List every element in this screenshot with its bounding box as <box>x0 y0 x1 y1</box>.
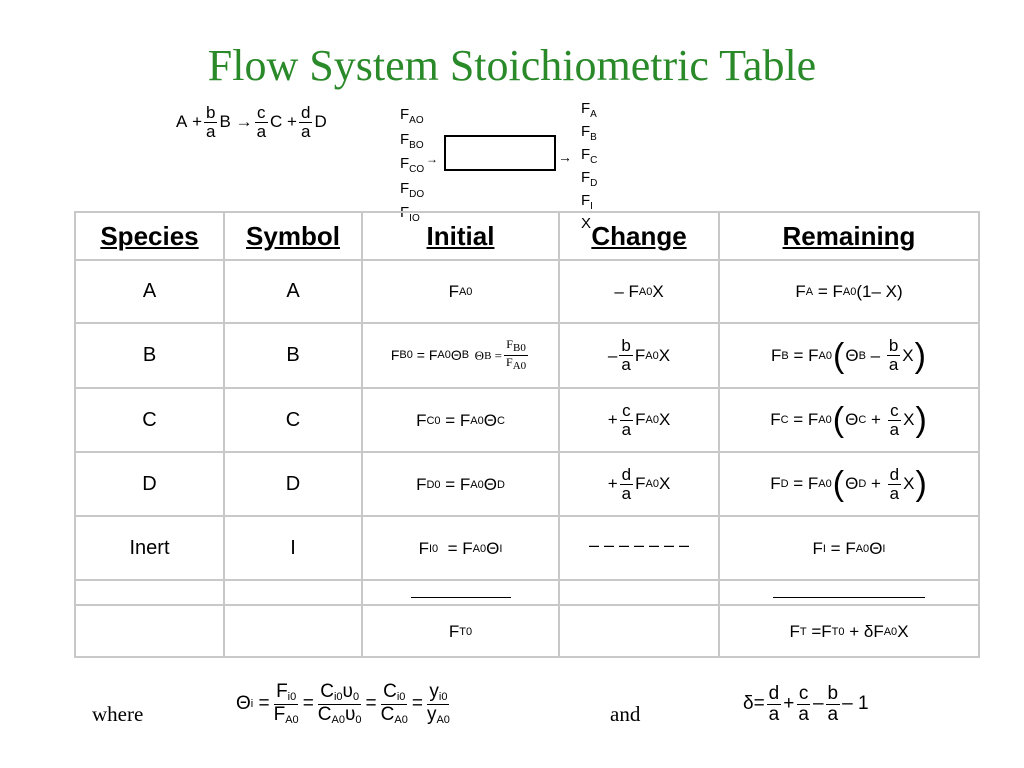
species-cell: A <box>74 259 225 324</box>
header-symbol: Symbol <box>223 211 363 261</box>
flow-output-b: FB <box>581 123 597 143</box>
reactor-box <box>444 135 556 171</box>
species-cell: B <box>74 322 225 389</box>
header-remaining: Remaining <box>718 211 980 261</box>
table-header-row: Species Symbol Initial Change Remaining <box>74 211 980 261</box>
symbol-cell: A <box>223 259 363 324</box>
symbol-cell: D <box>223 451 363 517</box>
sum-line <box>718 579 980 606</box>
symbol-cell: I <box>223 515 363 581</box>
table-row <box>74 579 980 606</box>
where-label: where <box>92 702 144 726</box>
flow-output-c: FC <box>581 146 598 166</box>
change-cell: – – – – – – – <box>558 515 720 581</box>
species-cell: D <box>74 451 225 517</box>
and-label: and <box>610 702 641 726</box>
flow-output-a: FA <box>581 100 597 120</box>
flow-input-a: FAO <box>400 106 424 126</box>
inlet-arrow-icon: → <box>426 152 438 166</box>
flow-output-i: FI <box>581 192 593 212</box>
outlet-arrow-icon: → <box>558 149 572 165</box>
flow-input-c: FCO <box>400 155 425 175</box>
page-title: Flow System Stoichiometric Table <box>207 41 817 90</box>
header-change: Change <box>558 211 720 261</box>
species-cell: Inert <box>74 515 225 581</box>
flow-input-b: FBO <box>400 130 424 151</box>
symbol-cell: C <box>223 387 363 453</box>
flow-output-d: FD <box>581 169 598 189</box>
header-species: Species <box>74 211 225 261</box>
header-initial: Initial <box>361 211 560 261</box>
flow-input-d: FDO <box>400 179 425 200</box>
sum-line <box>361 579 560 606</box>
stoichiometric-table: Species Symbol Initial Change Remaining … <box>74 211 980 658</box>
symbol-cell: B <box>223 322 363 389</box>
species-cell: C <box>74 387 225 453</box>
